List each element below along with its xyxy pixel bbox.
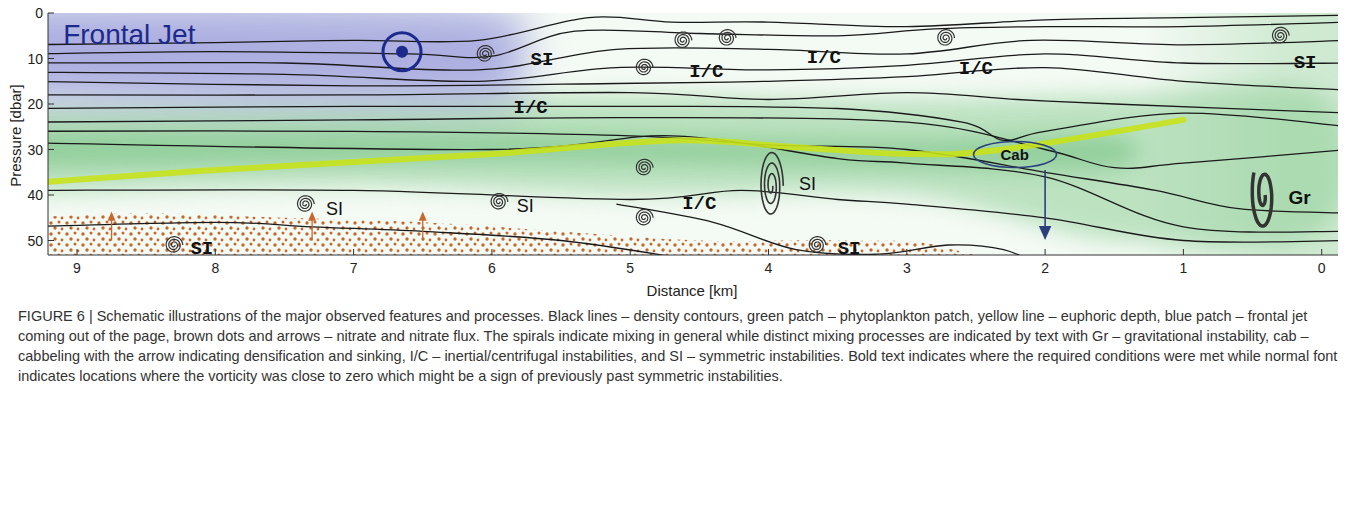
process-label: I/C	[514, 99, 548, 118]
mixing-spiral	[1252, 172, 1271, 226]
y-tick	[48, 149, 54, 150]
jet-label: Frontal Jet	[63, 21, 195, 49]
mixing-spiral	[675, 32, 692, 47]
mixing-spiral	[809, 237, 826, 252]
y-tick	[48, 58, 54, 59]
mixing-spiral	[761, 153, 783, 215]
y-tick	[48, 240, 54, 241]
process-label: Gr	[1289, 188, 1311, 207]
node-label: Cab	[972, 146, 1058, 163]
x-tick	[1045, 249, 1046, 255]
tick-label: 30	[27, 143, 43, 157]
process-label: SI	[799, 175, 816, 193]
tick-label: 7	[350, 261, 358, 275]
x-tick	[768, 249, 769, 255]
mixing-spiral	[491, 194, 508, 209]
x-tick	[630, 249, 631, 255]
axis-title: Distance [km]	[647, 283, 738, 298]
process-label: I/C	[689, 63, 723, 82]
mixing-spiral	[938, 30, 955, 45]
figure-caption: FIGURE 6 | Schematic illustrations of th…	[18, 306, 1338, 386]
x-tick	[215, 249, 216, 255]
mixing-spiral	[636, 159, 653, 174]
x-tick	[906, 249, 907, 255]
tick-label: 0	[35, 6, 43, 20]
mixing-spiral	[719, 30, 736, 45]
tick-label: 1	[1180, 261, 1188, 275]
x-axis	[48, 255, 1338, 256]
tick-label: 8	[211, 261, 219, 275]
cabbeling-ellipse: Cab	[972, 140, 1058, 169]
x-tick	[353, 249, 354, 255]
density-contour	[48, 222, 685, 255]
y-tick	[48, 104, 54, 105]
tick-label: 0	[1318, 261, 1326, 275]
nitrate-dots	[48, 213, 1006, 255]
tick-label: 20	[27, 97, 43, 111]
density-contour	[48, 190, 1338, 242]
process-label: I/C	[959, 60, 993, 79]
process-label: I/C	[682, 195, 716, 214]
tick-label: 10	[27, 52, 43, 66]
y-tick	[48, 13, 54, 14]
process-label: SI	[190, 240, 213, 259]
tick-label: 2	[1041, 261, 1049, 275]
mixing-spiral	[636, 59, 653, 74]
tick-label: 40	[27, 188, 43, 202]
y-tick	[48, 195, 54, 196]
x-tick	[77, 249, 78, 255]
x-tick	[1321, 249, 1322, 255]
tick-label: 9	[73, 261, 81, 275]
y-axis	[48, 13, 49, 255]
euphotic-depth-line	[48, 120, 1183, 184]
mixing-spiral	[477, 46, 494, 61]
mixing-spiral	[298, 196, 315, 211]
axis-title: Pressure [dbar]	[7, 84, 22, 187]
density-contour	[48, 106, 1338, 141]
density-contour	[616, 204, 1045, 255]
process-label: I/C	[807, 49, 841, 68]
tick-label: 50	[27, 234, 43, 248]
sinking-arrow	[1044, 170, 1046, 234]
density-contour	[48, 22, 1338, 57]
nitrate-flux-arrow	[111, 215, 112, 240]
mixing-spiral	[636, 209, 653, 224]
process-label: SI	[531, 51, 554, 70]
process-label: SI	[517, 197, 534, 215]
mixing-spiral	[1273, 27, 1290, 42]
x-tick	[491, 249, 492, 255]
tick-label: 4	[765, 261, 773, 275]
jet-circle	[383, 33, 421, 71]
mixing-spiral	[166, 237, 183, 252]
tick-label: 5	[626, 261, 634, 275]
nitrate-flux-arrow	[422, 215, 423, 240]
process-label: SI	[838, 240, 861, 259]
x-tick	[1183, 249, 1184, 255]
density-contour	[48, 15, 1338, 45]
tick-label: 6	[488, 261, 496, 275]
tick-label: 3	[903, 261, 911, 275]
nitrate-flux-arrow	[311, 215, 312, 240]
process-label: SI	[1294, 54, 1317, 73]
process-label: SI	[326, 200, 343, 218]
frontal-jet-patch	[48, 13, 528, 105]
density-contour	[48, 92, 1338, 113]
jet-dot	[396, 46, 408, 58]
